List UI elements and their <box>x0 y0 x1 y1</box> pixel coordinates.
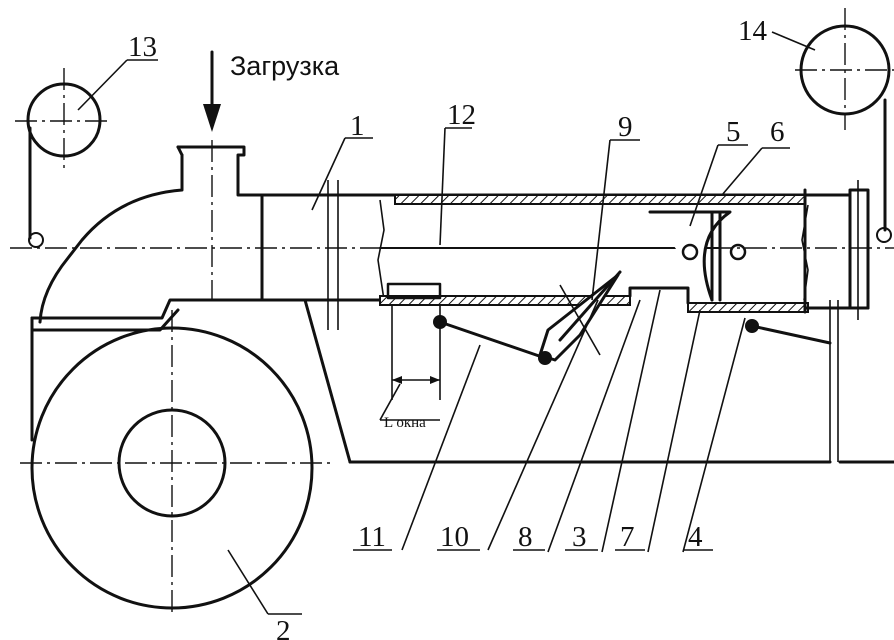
label-10: 10 <box>440 521 469 553</box>
scraper-5 <box>648 210 747 302</box>
window-dimension <box>391 305 441 400</box>
load-label: Загрузка <box>230 51 340 81</box>
flap-10 <box>538 270 622 362</box>
lower-plates <box>379 282 809 313</box>
label-8: 8 <box>518 521 533 553</box>
label-1: 1 <box>350 110 365 142</box>
label-5: 5 <box>726 116 741 148</box>
pulley-14 <box>795 8 894 243</box>
label-13: 13 <box>128 31 157 63</box>
pulley-13 <box>15 68 110 248</box>
window-length-label: L окна <box>384 415 426 431</box>
label-2: 2 <box>276 615 291 640</box>
leader-lines <box>77 31 816 615</box>
wheel-2 <box>20 310 330 615</box>
label-9: 9 <box>618 111 633 143</box>
label-7: 7 <box>620 521 635 553</box>
label-4: 4 <box>688 521 703 553</box>
label-12: 12 <box>447 99 476 131</box>
end-flange <box>803 180 870 320</box>
load-arrow <box>203 50 221 132</box>
feed-head <box>30 140 264 442</box>
upper-wall-6 <box>394 194 806 205</box>
label-3: 3 <box>572 521 587 553</box>
label-11: 11 <box>358 521 386 553</box>
label-14: 14 <box>738 15 768 47</box>
label-6: 6 <box>770 116 785 148</box>
